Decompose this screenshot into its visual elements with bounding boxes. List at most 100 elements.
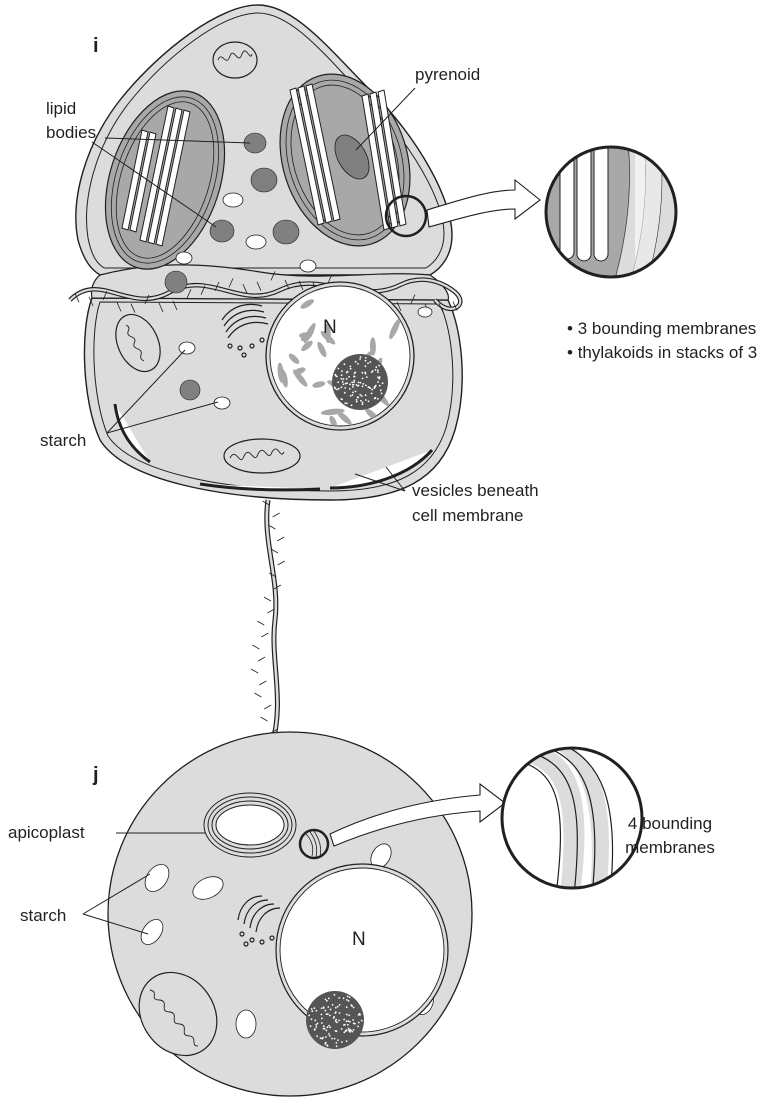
label-vesicles-line2: cell membrane xyxy=(412,506,524,525)
nucleolus-speckle xyxy=(314,1029,316,1031)
nucleolus-speckle xyxy=(352,392,354,394)
flagellar-hair xyxy=(264,597,271,601)
nucleolus-speckle xyxy=(360,356,362,358)
label-starch-j: starch xyxy=(20,906,66,925)
nucleolus-speckle xyxy=(339,1012,341,1014)
nucleolus-speckle xyxy=(353,380,355,382)
nucleolus-speckle xyxy=(335,1030,337,1032)
nucleolus-speckle xyxy=(354,372,356,374)
nucleolus-speckle xyxy=(350,368,352,370)
nucleolus-speckle xyxy=(344,402,346,404)
nucleolus-speckle xyxy=(365,385,367,387)
nucleolus-speckle xyxy=(352,386,354,388)
inset-j-membranes xyxy=(500,745,645,895)
svg-text:• 3 bounding membranes: • 3 bounding membranes xyxy=(567,319,756,338)
nucleolus-speckle xyxy=(351,382,353,384)
nucleolus-speckle xyxy=(369,387,371,389)
flagellar-hair xyxy=(259,681,266,685)
nucleolus-speckle xyxy=(315,1026,317,1028)
nucleolus-speckle xyxy=(355,391,357,393)
nucleolus-speckle xyxy=(343,378,345,380)
nucleolus-speckle xyxy=(357,1026,359,1028)
nucleolus-speckle xyxy=(334,374,336,376)
nucleolus-speckle xyxy=(356,401,358,403)
nucleolus-speckle xyxy=(364,372,366,374)
nucleolus-speckle xyxy=(357,396,359,398)
nucleolus-speckle xyxy=(335,1011,337,1013)
nucleolus-speckle xyxy=(348,1028,350,1030)
nucleolus-speckle xyxy=(369,361,371,363)
inset-i-note-2: thylakoids in stacks of 3 xyxy=(578,343,758,362)
nucleolus-speckle xyxy=(315,1024,317,1026)
nucleolus-speckle xyxy=(350,366,352,368)
nucleolus-speckle xyxy=(326,1030,328,1032)
nucleolus-speckle xyxy=(324,1028,326,1030)
nucleolus-speckle xyxy=(377,369,379,371)
nucleolus-speckle xyxy=(346,1006,348,1008)
nucleolus-speckle xyxy=(336,1045,338,1047)
nucleolus-speckle xyxy=(350,1004,352,1006)
flagellar-hair xyxy=(264,705,271,709)
nucleolus-speckle xyxy=(308,1015,310,1017)
nucleolus-speckle xyxy=(321,1018,323,1020)
panel-j-letter: j xyxy=(92,764,99,786)
nucleolus-speckle xyxy=(323,1025,325,1027)
nucleolus-speckle xyxy=(347,996,349,998)
nucleolus-speckle xyxy=(362,383,364,385)
nucleolus-speckle xyxy=(323,1006,325,1008)
flagellar-hair xyxy=(254,693,261,697)
label-lipid-line1: lipid xyxy=(46,99,76,118)
nucleolus-speckle xyxy=(341,1041,343,1043)
nucleolus-speckle xyxy=(357,363,359,365)
nucleolus-speckle xyxy=(334,1038,336,1040)
nucleolus-speckle xyxy=(353,381,355,383)
nucleolus-speckle xyxy=(336,1021,338,1023)
bullet: • xyxy=(567,343,578,362)
nucleolus-speckle xyxy=(349,997,351,999)
nucleolus-speckle xyxy=(311,1018,313,1020)
nucleolus-speckle xyxy=(346,1014,348,1016)
nucleolus-speckle xyxy=(359,394,361,396)
nucleolus-speckle xyxy=(359,1014,361,1016)
label-lipid-line2: bodies xyxy=(46,123,96,142)
nucleolus-speckle xyxy=(356,399,358,401)
nucleolus-speckle xyxy=(375,369,377,371)
nucleolus-speckle xyxy=(351,1031,353,1033)
nucleolus-speckle xyxy=(343,1019,345,1021)
dinoflagellate-cell xyxy=(70,5,462,745)
nucleolus-speckle xyxy=(347,1020,349,1022)
nucleolus-speckle xyxy=(371,393,373,395)
nucleolus-speckle xyxy=(335,1007,337,1009)
nucleolus-speckle xyxy=(339,1004,341,1006)
inset-j-note-1: 4 bounding xyxy=(628,814,712,833)
nucleolus-speckle xyxy=(334,386,336,388)
nucleolus-speckle xyxy=(353,376,355,378)
nucleolus-speckle xyxy=(346,378,348,380)
nucleolus-speckle xyxy=(314,1007,316,1009)
nucleolus-speckle xyxy=(316,1010,318,1012)
nucleolus-speckle xyxy=(321,1038,323,1040)
nucleolus-speckle xyxy=(362,378,364,380)
nucleolus-speckle xyxy=(353,1007,355,1009)
nucleolus-speckle xyxy=(327,1013,329,1015)
nucleolus-speckle xyxy=(346,1020,348,1022)
label-nucleus-i: N xyxy=(323,317,337,338)
nucleolus-speckle xyxy=(341,370,343,372)
label-apicoplast: apicoplast xyxy=(8,823,85,842)
mitochondrion-bottom xyxy=(224,439,300,473)
flagellar-hair xyxy=(278,561,285,565)
flagellar-hair xyxy=(257,621,264,625)
nucleolus-speckle xyxy=(310,1025,312,1027)
nucleolus-speckle xyxy=(375,366,377,368)
nucleolus-speckle xyxy=(361,395,363,397)
nucleolus-speckle xyxy=(366,376,368,378)
nucleolus-speckle xyxy=(311,1010,313,1012)
nucleolus-speckle xyxy=(347,1024,349,1026)
nucleolus-speckle xyxy=(377,398,379,400)
nucleolus-speckle xyxy=(337,1006,339,1008)
nucleolus-speckle xyxy=(341,386,343,388)
nucleolus-speckle xyxy=(325,999,327,1001)
nucleolus-speckle xyxy=(362,402,364,404)
nucleolus-speckle xyxy=(349,384,351,386)
bullet: • xyxy=(567,319,578,338)
